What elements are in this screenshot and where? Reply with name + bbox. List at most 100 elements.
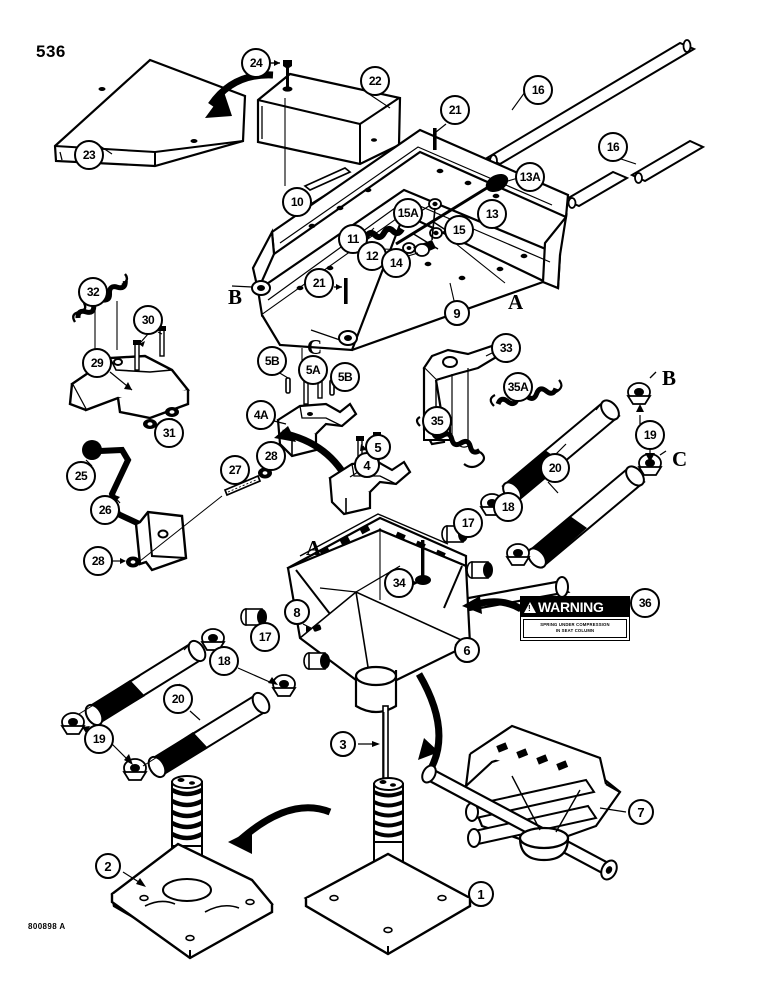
- part-29-latch-bracket: [68, 354, 190, 420]
- part-12-washer: [402, 242, 416, 254]
- callout-25[interactable]: 25: [66, 461, 96, 491]
- part-7-suspension-assembly: [421, 724, 622, 881]
- part-1-pedestal: [303, 777, 473, 956]
- warning-line-2: IN SEAT COLUMN: [555, 628, 595, 634]
- callout-15[interactable]: 15: [444, 215, 474, 245]
- callout-4A[interactable]: 4A: [246, 400, 276, 430]
- letter-marker-c: C: [672, 447, 688, 471]
- callout-14[interactable]: 14: [381, 248, 411, 278]
- part-4-pivot-bracket: [328, 460, 412, 516]
- warning-line-1: SPRING UNDER COMPRESSION: [540, 622, 610, 627]
- part-9-seat-frame: [251, 128, 570, 352]
- letter-marker-c: C: [307, 335, 323, 359]
- callout-16[interactable]: 16: [598, 132, 628, 162]
- callout-9[interactable]: 9: [444, 300, 470, 326]
- callout-24[interactable]: 24: [241, 48, 271, 78]
- part-19-retainer-B: [627, 382, 651, 405]
- callout-33[interactable]: 33: [491, 333, 521, 363]
- callout-16[interactable]: 16: [523, 75, 553, 105]
- callout-13A[interactable]: 13A: [515, 162, 545, 192]
- part-21-pin-upper: [433, 128, 437, 150]
- warning-heading: WARNING: [538, 599, 604, 615]
- callout-28[interactable]: 28: [256, 441, 286, 471]
- callout-35A[interactable]: 35A: [503, 372, 533, 402]
- callout-18[interactable]: 18: [209, 646, 239, 676]
- figure-reference-code: 800898 A: [28, 922, 66, 931]
- warning-decal: WARNING SPRING UNDER COMPRESSION IN SEAT…: [520, 596, 630, 641]
- callout-17[interactable]: 17: [250, 622, 280, 652]
- callout-19[interactable]: 19: [635, 420, 665, 450]
- part-6-suspension-frame: [286, 513, 571, 714]
- callout-31[interactable]: 31: [154, 418, 184, 448]
- callout-3[interactable]: 3: [330, 731, 356, 757]
- callout-5B[interactable]: 5B: [330, 362, 360, 392]
- part-20-shock-absorber-right-lower: [526, 465, 646, 569]
- part-18-washer-right-lower: [506, 543, 530, 566]
- callout-13[interactable]: 13: [477, 199, 507, 229]
- page-number: 536: [36, 42, 66, 61]
- assembly-arrow-to-part7: [415, 672, 443, 774]
- callout-21[interactable]: 21: [440, 95, 470, 125]
- callout-5A[interactable]: 5A: [298, 355, 328, 385]
- callout-17[interactable]: 17: [453, 508, 483, 538]
- part-16-slide-rail-upper: [484, 39, 697, 168]
- part-24-screw: [282, 60, 293, 92]
- part-8-pin: [312, 624, 322, 632]
- callout-29[interactable]: 29: [82, 348, 112, 378]
- part-25-knob: [82, 440, 102, 460]
- callout-34[interactable]: 34: [384, 568, 414, 598]
- callout-21[interactable]: 21: [304, 268, 334, 298]
- callout-7[interactable]: 7: [628, 799, 654, 825]
- callout-11[interactable]: 11: [338, 224, 368, 254]
- part-35A-spring: [489, 379, 563, 407]
- part-18-washer-left-lower: [272, 674, 296, 697]
- callout-15A[interactable]: 15A: [393, 198, 423, 228]
- callout-5B[interactable]: 5B: [257, 346, 287, 376]
- callout-5[interactable]: 5: [365, 434, 391, 460]
- part-5B-pin-left: [285, 377, 291, 394]
- letter-marker-a: A: [508, 290, 524, 314]
- letter-marker-b: B: [662, 366, 677, 390]
- letter-marker-b: B: [228, 285, 243, 309]
- callout-36[interactable]: 36: [630, 588, 660, 618]
- part-26-lever: [99, 446, 188, 572]
- part-35-spring: [415, 416, 486, 469]
- callout-8[interactable]: 8: [284, 599, 310, 625]
- callout-22[interactable]: 22: [360, 66, 390, 96]
- part-13A-knob: [485, 173, 509, 193]
- part-21-pin-lower: [344, 278, 348, 304]
- callout-6[interactable]: 6: [454, 637, 480, 663]
- callout-35[interactable]: 35: [422, 406, 452, 436]
- callout-2[interactable]: 2: [95, 853, 121, 879]
- part-19-retainer-left-upper: [61, 712, 85, 735]
- callout-32[interactable]: 32: [78, 277, 108, 307]
- part-2-pedestal: [110, 775, 274, 960]
- part-11-spring: [363, 225, 405, 241]
- callout-19[interactable]: 19: [84, 724, 114, 754]
- part-10-pin: [303, 167, 352, 191]
- warning-triangle-icon: [524, 601, 536, 613]
- part-15A-nut: [428, 198, 442, 241]
- part-20-shock-absorber-left-lower: [147, 691, 271, 779]
- part-32-spring: [72, 273, 127, 322]
- part-22-seat-back-cushion: [256, 72, 402, 166]
- assembly-arrow-pedestal: [228, 804, 332, 854]
- callout-27[interactable]: 27: [220, 455, 250, 485]
- callout-1[interactable]: 1: [468, 881, 494, 907]
- callout-26[interactable]: 26: [90, 495, 120, 525]
- part-27-bolt: [223, 474, 262, 497]
- part-17-bushing-right-lower: [466, 561, 494, 579]
- callout-30[interactable]: 30: [133, 305, 163, 335]
- callout-18[interactable]: 18: [493, 492, 523, 522]
- callout-23[interactable]: 23: [74, 140, 104, 170]
- part-34-pin: [415, 540, 431, 585]
- callout-28[interactable]: 28: [83, 546, 113, 576]
- letter-marker-a: A: [306, 536, 322, 560]
- part-19-retainer-left-lower: [123, 758, 147, 781]
- part-3-column-rod: [382, 705, 389, 785]
- callout-20[interactable]: 20: [540, 453, 570, 483]
- callout-20[interactable]: 20: [163, 684, 193, 714]
- callout-10[interactable]: 10: [282, 187, 312, 217]
